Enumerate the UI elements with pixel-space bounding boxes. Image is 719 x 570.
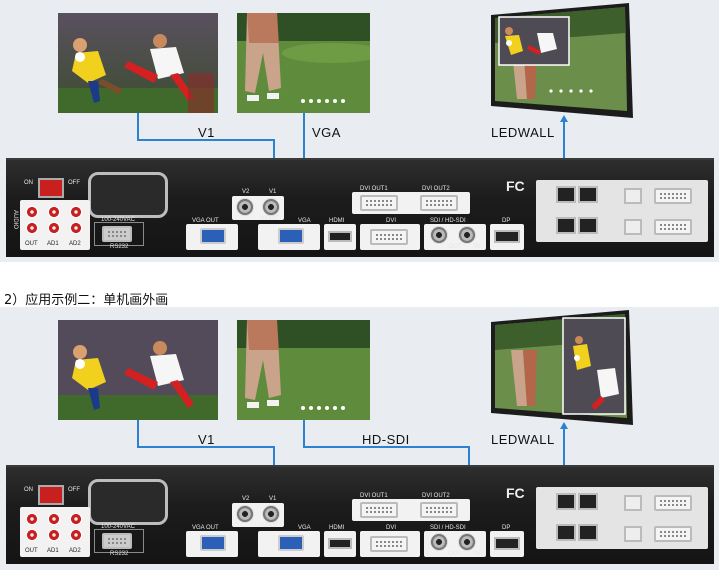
label-v1: V1 bbox=[198, 125, 215, 140]
vga-out-port bbox=[200, 535, 226, 551]
sdi-out-port bbox=[430, 226, 448, 244]
led-wall-screen bbox=[491, 3, 633, 118]
soccer-photo bbox=[58, 13, 218, 113]
rj45-port-1 bbox=[556, 186, 576, 203]
video-processor-device-2: ON OFF OUT AD1 AD2 100-240VAC RS232 VGA … bbox=[6, 465, 714, 564]
vga-label: VGA bbox=[298, 218, 311, 224]
fc-mark-icon: FC bbox=[506, 485, 525, 501]
on-label: ON bbox=[24, 487, 33, 493]
v1-bnc-port bbox=[262, 505, 280, 523]
power-switch-icon[interactable] bbox=[38, 178, 64, 198]
ad2-label: AD2 bbox=[69, 241, 81, 247]
dvi-out2-port bbox=[420, 195, 458, 211]
hdmi-label: HDMI bbox=[329, 525, 345, 531]
off-label: OFF bbox=[68, 180, 80, 186]
off-label: OFF bbox=[68, 487, 80, 493]
rj45-port-3 bbox=[556, 217, 576, 234]
label-v1-2: V1 bbox=[198, 432, 215, 447]
rs232-label: RS232 bbox=[110, 244, 129, 250]
golf-photo-2 bbox=[237, 320, 370, 420]
dvi-port-right-2 bbox=[654, 219, 692, 235]
v2-label: V2 bbox=[242, 189, 250, 195]
dvi-in-label: DVI bbox=[386, 218, 397, 224]
sdi-in-port bbox=[458, 533, 476, 551]
v1-label: V1 bbox=[269, 189, 277, 195]
dvi-out1-label: DVI OUT1 bbox=[360, 493, 388, 499]
dp-label: DP bbox=[502, 525, 511, 531]
rj45-port-4 bbox=[578, 217, 598, 234]
soccer-photo-2 bbox=[58, 320, 218, 420]
input-label: INPUT bbox=[260, 216, 278, 222]
usb-port-2 bbox=[624, 219, 642, 235]
usb-port-1 bbox=[624, 188, 642, 204]
audio-ad2-jack bbox=[70, 206, 82, 218]
vga-out-label: VGA OUT bbox=[192, 218, 219, 224]
audio-ad1-jack bbox=[48, 206, 60, 218]
audio-label: AUDIO bbox=[12, 210, 18, 230]
dvi-port-right-1 bbox=[654, 188, 692, 204]
ad1-label: AD1 bbox=[47, 241, 59, 247]
dvi-out1-port bbox=[360, 195, 398, 211]
v2-label: V2 bbox=[242, 496, 250, 502]
sdi-out-port bbox=[430, 533, 448, 551]
dvi-out2-label: DVI OUT2 bbox=[422, 493, 450, 499]
golf-photo bbox=[237, 13, 370, 113]
fc-mark-icon: FC bbox=[506, 178, 525, 194]
power-switch-icon[interactable] bbox=[38, 485, 64, 505]
diagram-2-panel: V1 HD-SDI LEDWALL ON OFF OUT AD1 AD2 100… bbox=[0, 307, 719, 570]
vga-in-port bbox=[278, 535, 304, 551]
v1-label: V1 bbox=[269, 496, 277, 502]
ac-label: 100-240VAC bbox=[101, 217, 135, 223]
vga-in-port bbox=[278, 228, 304, 244]
video-processor-device: ON OFF AUDIO OUT AD1 AD2 100-240VAC RS23… bbox=[6, 158, 714, 257]
dvi-out2-port bbox=[420, 502, 458, 518]
ad1-label: AD1 bbox=[47, 548, 59, 554]
sdi-in-label: IN bbox=[474, 244, 480, 250]
label-ledwall-2: LEDWALL bbox=[491, 432, 555, 447]
on-label: ON bbox=[24, 180, 33, 186]
dvi-in-port bbox=[370, 229, 408, 245]
power-socket-icon bbox=[88, 479, 168, 525]
dp-port bbox=[494, 230, 520, 243]
out-label: OUT bbox=[25, 241, 38, 247]
ad2-label: AD2 bbox=[69, 548, 81, 554]
section-2-heading: 2）应用示例二：单机画外画 bbox=[4, 293, 169, 308]
rs232-port bbox=[102, 226, 132, 242]
vga-out-label: VGA OUT bbox=[192, 525, 219, 531]
hdmi-port bbox=[328, 231, 352, 242]
v2-bnc-port bbox=[236, 505, 254, 523]
label-ledwall: LEDWALL bbox=[491, 125, 555, 140]
rj45-port-2 bbox=[578, 186, 598, 203]
rs232-port bbox=[102, 533, 132, 549]
sdi-label: SDI / HD-SDI bbox=[430, 525, 466, 531]
dvi-in-port bbox=[370, 536, 408, 552]
vga-out-port bbox=[200, 228, 226, 244]
hdmi-port bbox=[328, 538, 352, 549]
audio-out-jack bbox=[26, 206, 38, 218]
v2-bnc-port bbox=[236, 198, 254, 216]
dp-port bbox=[494, 537, 520, 550]
dp-label: DP bbox=[502, 218, 511, 224]
diagram-1-panel: V1 VGA LEDWALL ON OFF AUDIO OUT AD1 AD2 … bbox=[0, 0, 719, 262]
label-vga: VGA bbox=[312, 125, 341, 140]
label-hdsdi: HD-SDI bbox=[362, 432, 410, 447]
ac-label: 100-240VAC bbox=[101, 524, 135, 530]
dvi-in-label: DVI bbox=[386, 525, 397, 531]
input-label: INPUT bbox=[260, 523, 278, 529]
v1-bnc-port bbox=[262, 198, 280, 216]
power-socket-icon bbox=[88, 172, 168, 218]
vga-label: VGA bbox=[298, 525, 311, 531]
sdi-out-label: OUT bbox=[448, 244, 461, 250]
sdi-label: SDI / HD-SDI bbox=[430, 218, 466, 224]
sdi-in-port bbox=[458, 226, 476, 244]
dvi-out1-port bbox=[360, 502, 398, 518]
dvi-out1-label: DVI OUT1 bbox=[360, 186, 388, 192]
out-label: OUT bbox=[25, 548, 38, 554]
sdi-out-label: OUT bbox=[448, 551, 461, 557]
led-wall-screen-2 bbox=[491, 310, 633, 425]
rs232-label: RS232 bbox=[110, 551, 129, 557]
hdmi-label: HDMI bbox=[329, 218, 345, 224]
sdi-in-label: IN bbox=[474, 551, 480, 557]
dvi-out2-label: DVI OUT2 bbox=[422, 186, 450, 192]
